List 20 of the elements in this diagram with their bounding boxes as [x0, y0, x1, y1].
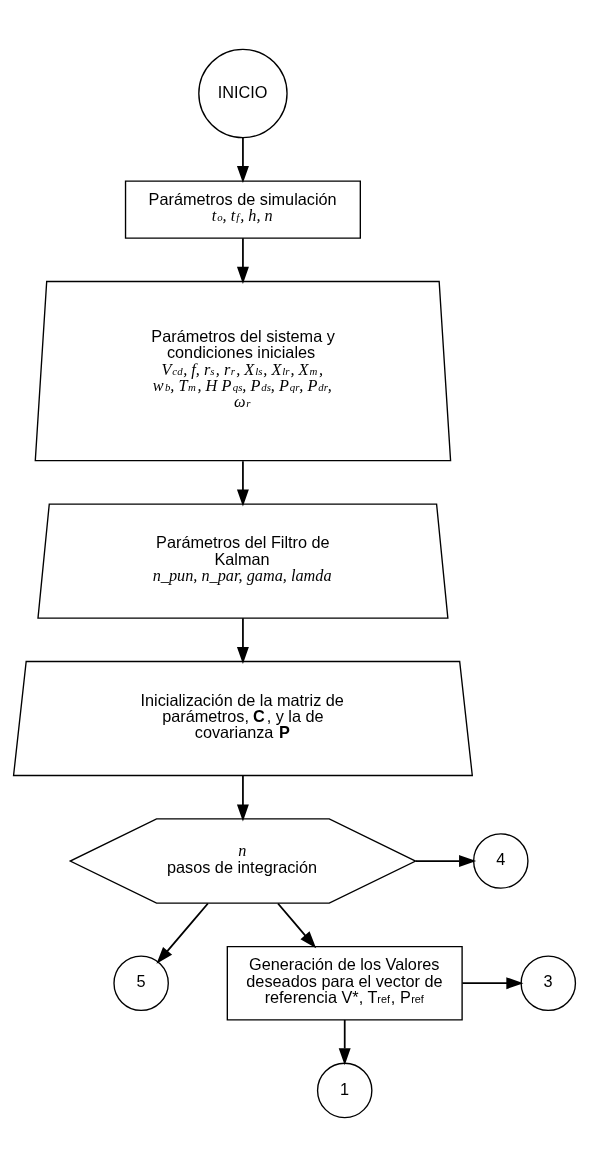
arrow — [338, 1018, 351, 1065]
arrow — [236, 616, 249, 664]
node-circle: 5 — [113, 954, 169, 1011]
arrow — [461, 976, 524, 989]
node-box: Parámetros de simulación to, tf, h, n — [124, 179, 361, 239]
arrow — [277, 902, 317, 948]
node-box: Parámetros del Filtro de Kalman n_pun, n_par, gama, lamda — [37, 502, 449, 619]
node-box: Inicialización de la matriz de parámetros, C, y la de covarianza P — [12, 660, 474, 776]
node-circle: 3 — [520, 954, 577, 1011]
arrow — [156, 902, 209, 964]
arrow — [236, 774, 249, 821]
arrow — [236, 236, 249, 284]
node-circle: 4 — [472, 832, 529, 889]
arrow — [236, 136, 249, 183]
arrow — [236, 459, 249, 507]
node-circle: 1 — [316, 1062, 373, 1118]
node-circle: INICIO — [198, 48, 288, 138]
node-box: Parámetros del sistema y condiciones iniciales Vcd, f, rs, rr, Xls, Xlr, Xm, wb, Tm, H Pqs, Pds, Pqr, Pdr, ωr — [34, 280, 452, 461]
node-box: Generación de los Valores deseados para el vector de referencia V*, Tref, Pref — [226, 945, 463, 1021]
arrow — [414, 854, 477, 867]
